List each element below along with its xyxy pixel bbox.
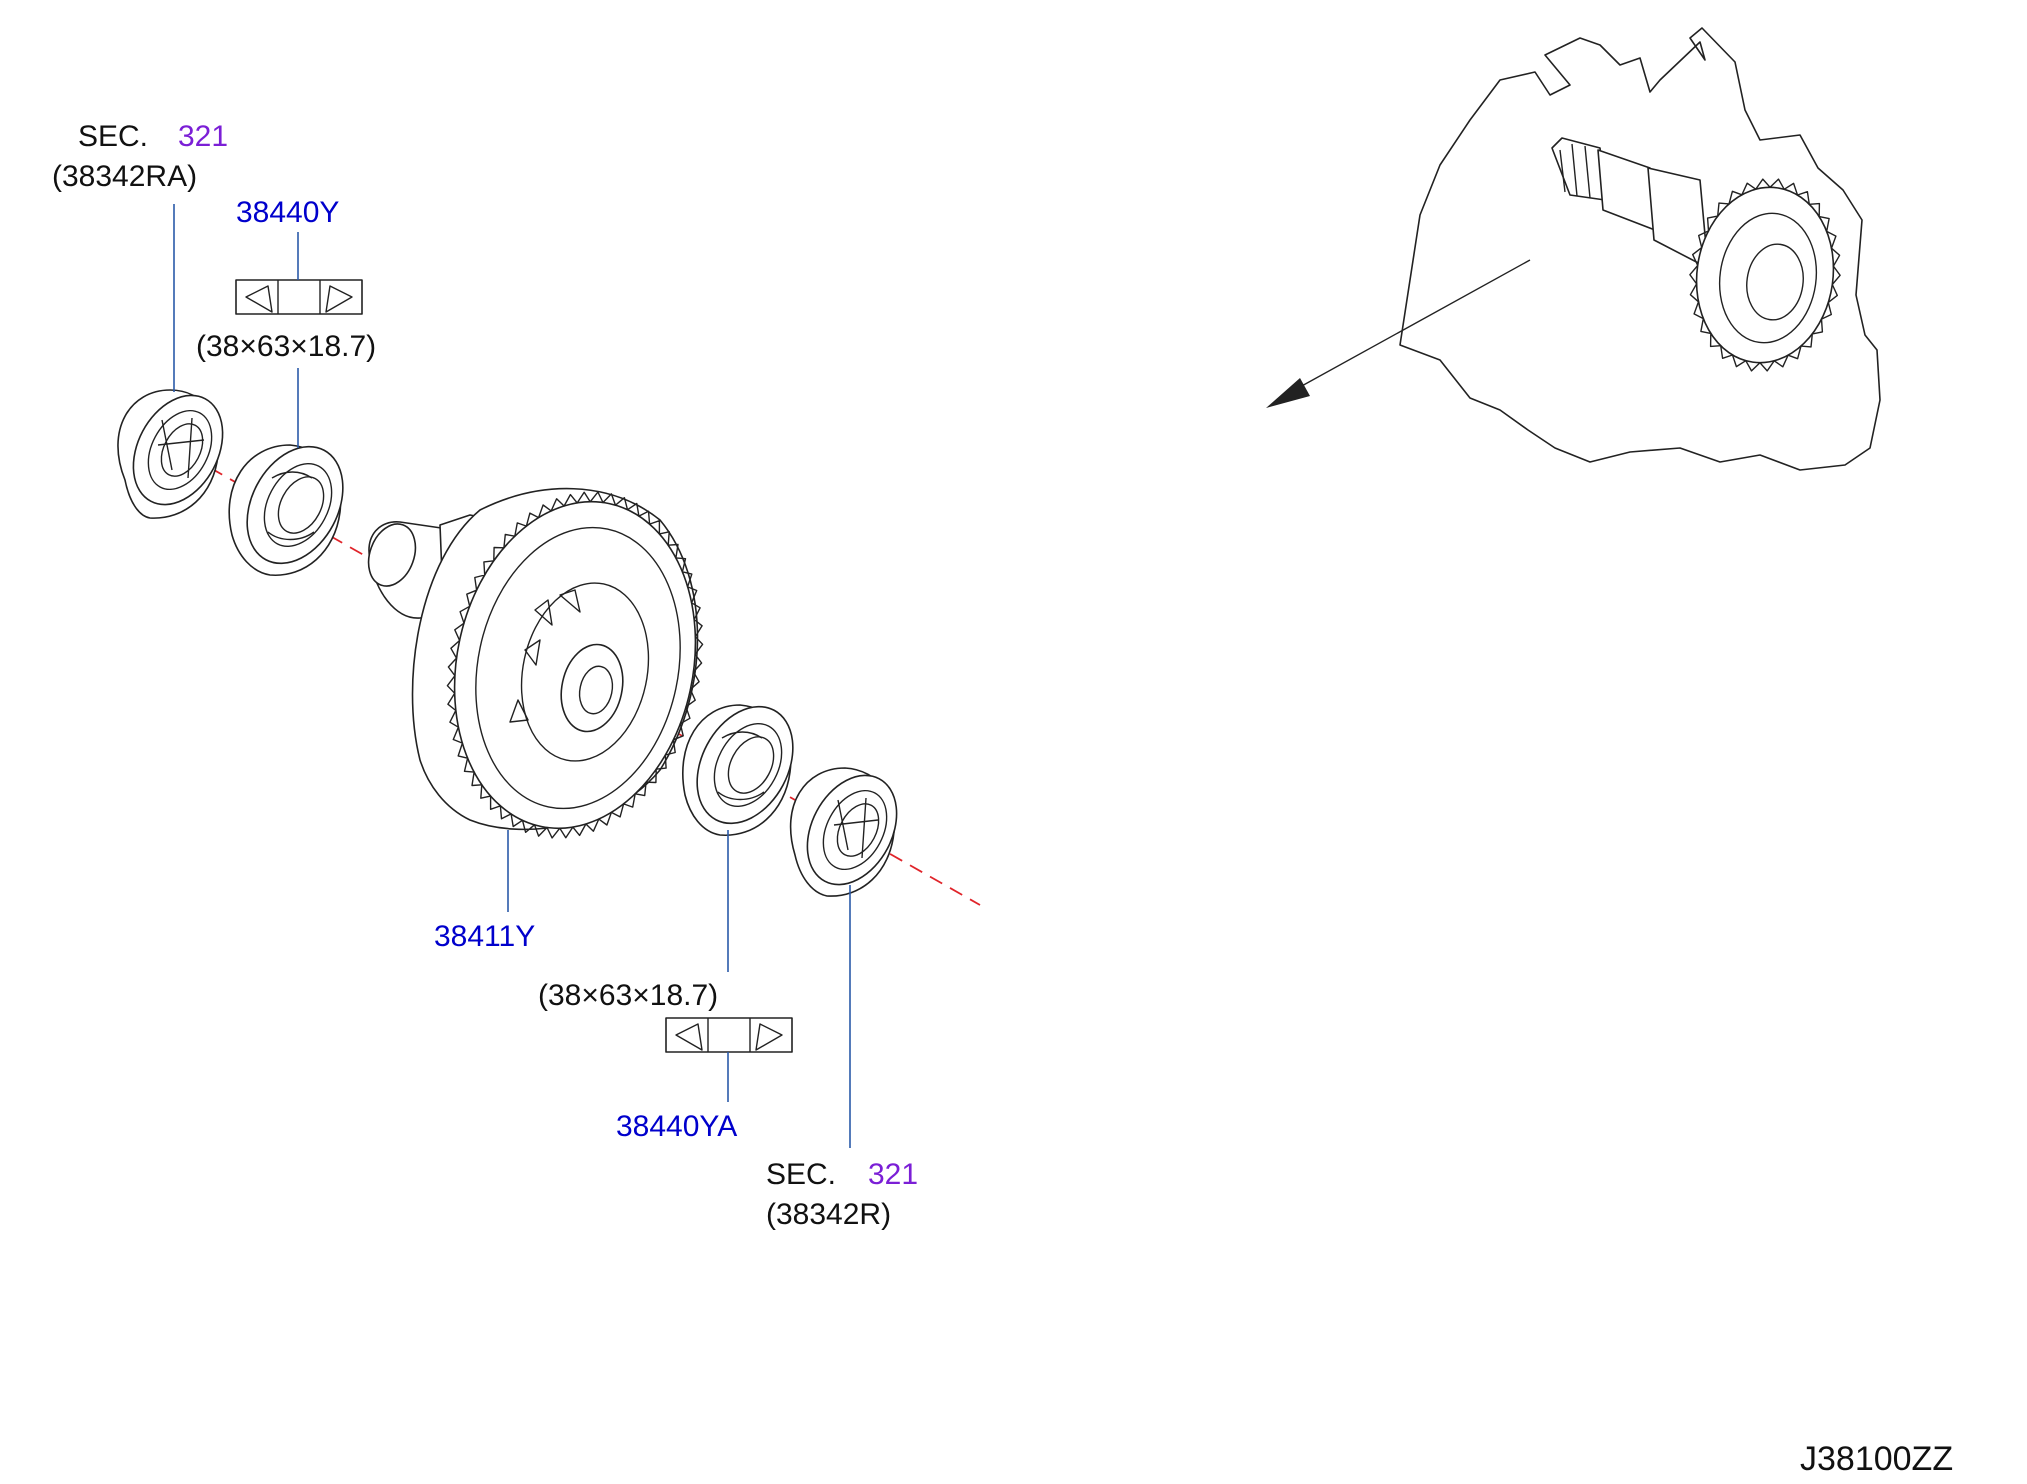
oil-seal-right[interactable] <box>789 760 914 900</box>
sec-right-prefix: SEC. <box>766 1158 836 1191</box>
part-number-38411y[interactable]: 38411Y <box>434 920 535 953</box>
ring-gear-teeth <box>446 491 704 839</box>
bearing-right[interactable] <box>678 690 812 840</box>
bearing-direction-symbol-left <box>235 279 363 315</box>
sec-left-ref: (38342RA) <box>52 160 197 193</box>
part-number-38440ya[interactable]: 38440YA <box>616 1110 737 1143</box>
gear-tooth-outline <box>446 491 704 839</box>
oil-seal-left[interactable] <box>115 380 240 520</box>
sec-left-number[interactable]: 321 <box>178 120 228 153</box>
bearing-left[interactable] <box>228 430 362 580</box>
bearing-left-dimensions: (38×63×18.7) <box>196 330 376 363</box>
diagram-code: J38100ZZ <box>1800 1440 1953 1478</box>
sec-right-number[interactable]: 321 <box>868 1158 918 1191</box>
sec-left-prefix: SEC. <box>78 120 148 153</box>
gear-tooth-outline <box>1689 178 1841 372</box>
location-inset <box>1266 27 1881 471</box>
sec-right-ref: (38342R) <box>766 1198 891 1231</box>
differential-case-assembly[interactable] <box>360 479 724 851</box>
bearing-direction-symbol-right <box>665 1017 793 1053</box>
bearing-right-dimensions: (38×63×18.7) <box>538 979 718 1012</box>
inset-gear-teeth <box>1689 178 1841 372</box>
part-number-38440y[interactable]: 38440Y <box>236 196 339 229</box>
